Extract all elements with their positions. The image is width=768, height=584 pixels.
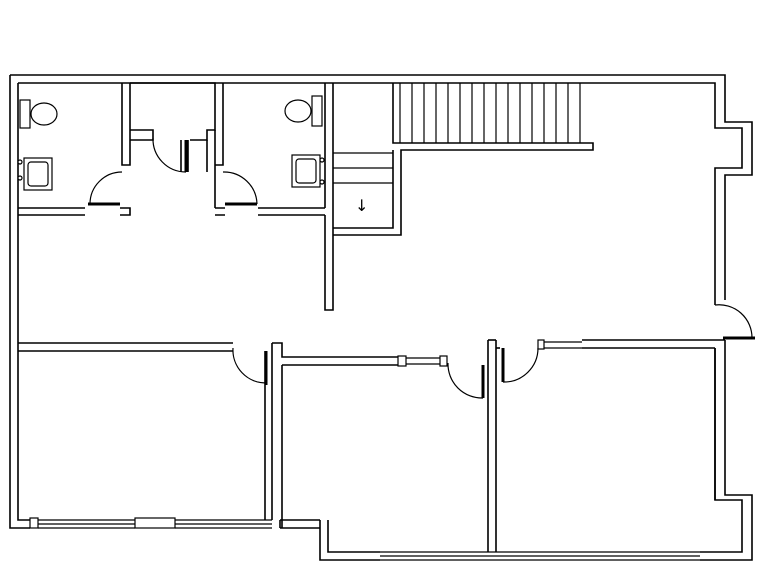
- bedroom-middle: [272, 339, 497, 552]
- stair-treads: [399, 83, 581, 143]
- bathroom-left: [17, 83, 131, 216]
- closet-center: [130, 82, 216, 208]
- bedroom-left: [18, 342, 273, 520]
- sink-icon: [17, 157, 53, 191]
- bathroom-right: [215, 83, 334, 311]
- window-bottom-middle: [380, 551, 700, 561]
- entry-door: [714, 304, 755, 340]
- sink-icon: [291, 154, 325, 188]
- toilet-icon: [19, 99, 58, 129]
- window-bottom-left: [29, 517, 135, 529]
- stair-down-arrow-icon: ↓: [355, 196, 368, 215]
- stair: ↓: [333, 83, 594, 236]
- bedroom-right: [496, 339, 725, 500]
- window-bottom-left-2: [134, 517, 272, 529]
- toilet-icon: [284, 95, 323, 127]
